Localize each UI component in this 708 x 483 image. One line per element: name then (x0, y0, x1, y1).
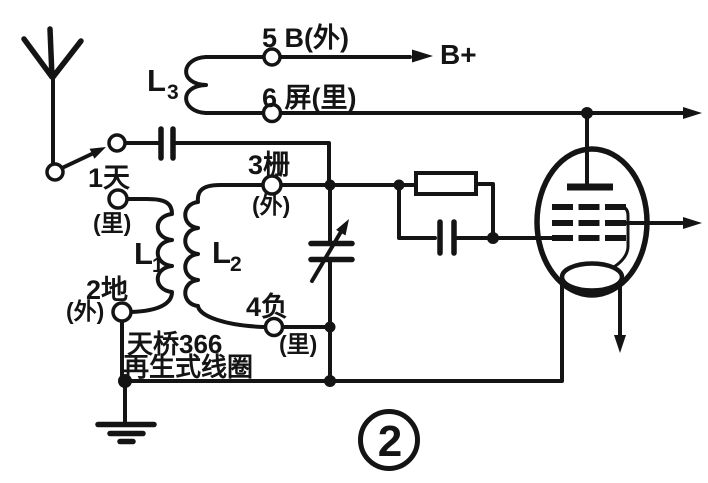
suppressor-to-cathode (607, 205, 630, 272)
label-terminal2-winding: (外) (66, 298, 104, 324)
label-terminal3-winding: (外) (252, 192, 290, 218)
output-arrow (683, 217, 702, 229)
label-maker-line1: 天桥366 (127, 329, 222, 359)
coil-l3 (184, 49, 702, 119)
coil-l1 (125, 197, 174, 314)
coupling-capacitor (124, 126, 331, 183)
label-terminal5: 5 B(外) (262, 23, 349, 53)
cathode-loop (559, 261, 625, 293)
label-coil-l1-sub: 1 (152, 254, 164, 277)
label-coil-l3-sub: 3 (167, 81, 179, 104)
figure-badge: 2 (358, 409, 420, 471)
terminal-3 (261, 174, 283, 196)
terminal-1 (107, 188, 129, 210)
label-terminal1-winding: (里) (93, 210, 131, 236)
bottom-bus (123, 282, 564, 383)
switch-terminal (107, 133, 127, 153)
screen-line-arrow (683, 107, 702, 119)
label-terminal1: 1天 (88, 163, 130, 193)
terminal-6 (261, 102, 283, 124)
antenna-terminal (45, 162, 65, 182)
grid-capacitor (437, 219, 457, 256)
vacuum-tube-symbol (534, 111, 702, 353)
label-terminal6: 6 屏(里) (262, 83, 357, 113)
terminal-5 (262, 47, 282, 67)
filament-arrow (614, 335, 626, 353)
coil-l2 (183, 183, 267, 329)
label-maker-line2: 再生式线圈 (123, 352, 253, 382)
label-coil-l3: L (147, 63, 166, 98)
grid-leak-network (279, 171, 554, 256)
terminals (45, 47, 285, 338)
label-terminal4: 4负 (246, 292, 288, 322)
b-plus-arrow (412, 49, 433, 63)
label-coil-l2: L (212, 235, 231, 270)
antenna-icon (21, 26, 84, 165)
terminal-4 (263, 316, 285, 338)
label-coil-l1: L (134, 236, 153, 271)
label-terminal3: 3栅 (248, 150, 290, 180)
label-coil-l2-sub: 2 (230, 253, 242, 276)
label-terminal2: 2地 (86, 275, 128, 305)
switch-arm-icon (60, 147, 106, 170)
junction-dots (118, 107, 593, 388)
terminal-2 (111, 301, 133, 323)
ground-icon (95, 379, 157, 445)
figure-number: 2 (378, 417, 402, 466)
label-b-plus: B+ (440, 39, 477, 70)
label-terminal4-winding: (里) (279, 331, 317, 357)
grid-resistor (414, 171, 478, 196)
